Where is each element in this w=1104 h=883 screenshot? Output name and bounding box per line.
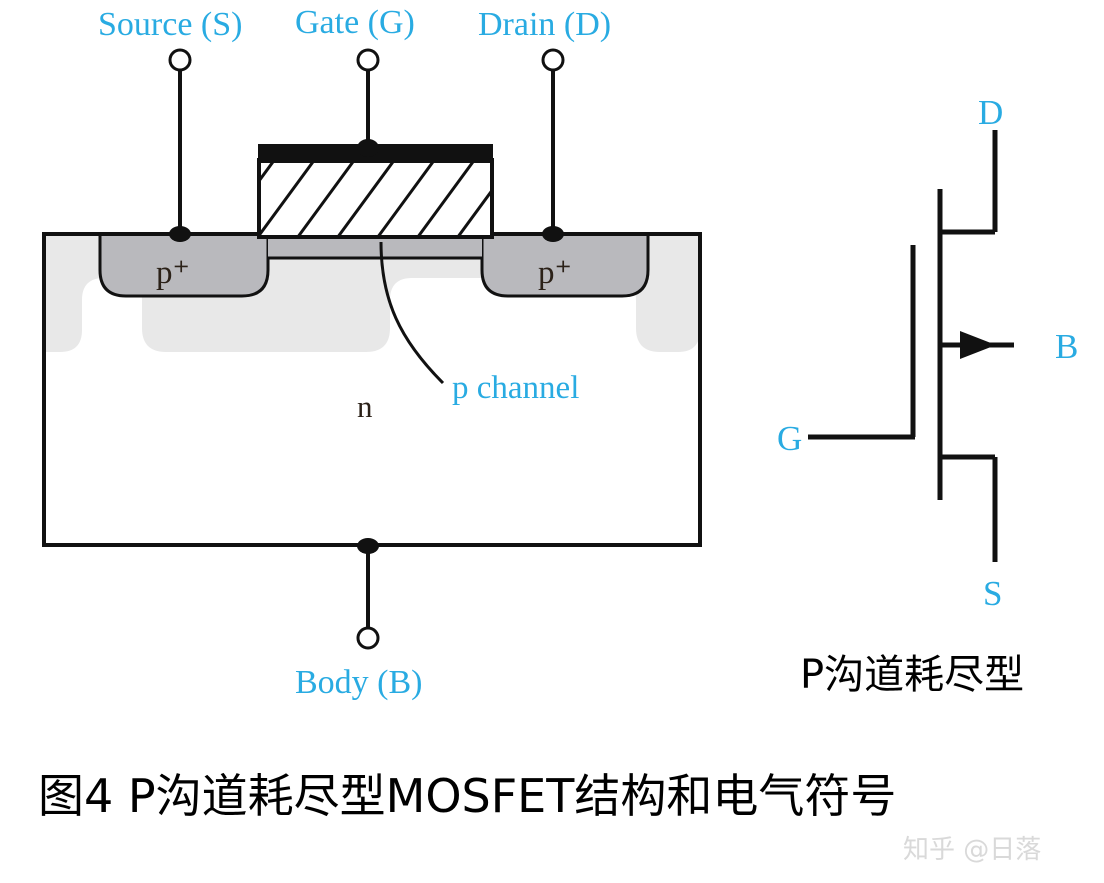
label-drain-p-plus: p⁺ [538,255,572,291]
symbol-pin-label-drain: D [978,93,1003,132]
label-source: Source (S) [98,6,242,43]
label-gate: Gate (G) [295,4,415,41]
source-p-plus-region [98,234,270,298]
body-terminal-circle[interactable] [356,626,380,650]
p-channel-leader-line [379,241,445,385]
drain-contact-dot [542,226,564,242]
gate-terminal-circle[interactable] [356,48,380,72]
symbol-pin-label-gate: G [777,419,802,458]
source-terminal-circle[interactable] [168,48,192,72]
gate-oxide-block [257,158,494,239]
cross-section-diagram [42,48,702,650]
label-source-p-plus: p⁺ [156,255,190,291]
gate-oxide-hatching [259,160,492,237]
label-body: Body (B) [295,664,423,701]
p-channel-band [268,234,482,258]
label-drain: Drain (D) [478,6,611,43]
symbol-pin-label-body: B [1055,327,1078,366]
schematic-symbol [808,130,1014,562]
label-n-substrate: n [357,389,373,424]
symbol-body-arrow [960,331,996,359]
body-contact-dot [357,538,379,554]
source-contact-dot [169,226,191,242]
label-p-channel: p channel [452,370,579,406]
gate-contact-dot [357,139,379,157]
watermark: 知乎 @日落 [903,835,1041,865]
symbol-pin-label-source: S [983,574,1002,613]
drain-terminal-circle[interactable] [541,48,565,72]
figure-caption: 图4 P沟道耗尽型MOSFET结构和电气符号 [38,769,896,823]
drain-p-plus-region [480,234,650,298]
symbol-title: P沟道耗尽型 [800,652,1024,698]
